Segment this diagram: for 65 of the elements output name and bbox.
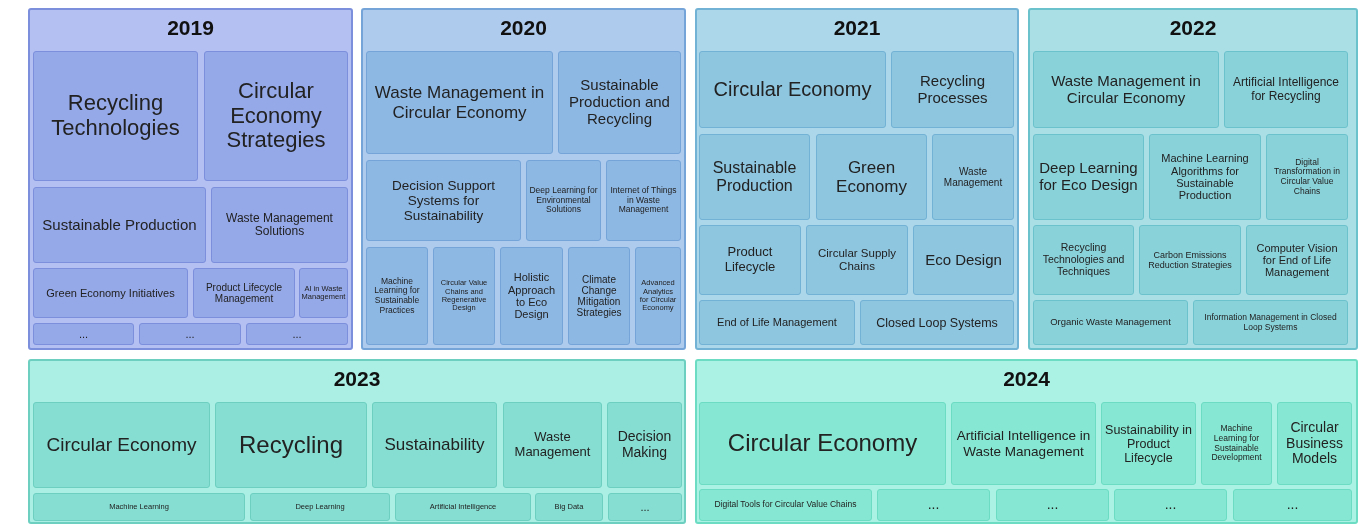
topic-tile: Waste Management bbox=[503, 402, 602, 488]
topic-tile: Decision Support Systems for Sustainability bbox=[366, 160, 521, 241]
topic-tile: Waste Management bbox=[932, 134, 1014, 220]
topic-tile: Circular Economy bbox=[33, 402, 210, 488]
topic-tile: Circular Economy bbox=[699, 51, 886, 128]
topic-tile: Sustainability bbox=[372, 402, 497, 488]
topic-tile: Information Management in Closed Loop Systems bbox=[1193, 300, 1348, 345]
topic-tile: Machine Learning for Sustainable Practices bbox=[366, 247, 428, 345]
topic-tile: Computer Vision for End of Life Management bbox=[1246, 225, 1348, 295]
year-panel bbox=[1028, 8, 1358, 350]
topic-tile: Machine Learning for Sustainable Development bbox=[1201, 402, 1272, 485]
topic-tile: Green Economy Initiatives bbox=[33, 268, 188, 318]
topic-tile: ... bbox=[33, 323, 134, 345]
topic-tile: Recycling Processes bbox=[891, 51, 1014, 128]
year-panel bbox=[28, 8, 353, 350]
year-panel bbox=[695, 359, 1358, 524]
topic-tile: Circular Business Models bbox=[1277, 402, 1352, 485]
topic-tile: Sustainable Production and Recycling bbox=[558, 51, 681, 154]
topic-tile: Sustainable Production bbox=[699, 134, 810, 220]
topic-tile: Eco Design bbox=[913, 225, 1014, 295]
year-heading: 2023 bbox=[332, 367, 382, 391]
topic-tile: Sustainability in Product Lifecycle bbox=[1101, 402, 1196, 485]
topic-tile: Holistic Approach to Eco Design bbox=[500, 247, 563, 345]
topic-tile: Sustainable Production bbox=[33, 187, 206, 263]
year-panel bbox=[695, 8, 1019, 350]
topic-tile: Organic Waste Management bbox=[1033, 300, 1188, 345]
topic-tile: ... bbox=[139, 323, 241, 345]
topic-tile: Product Lifecycle Management bbox=[193, 268, 295, 318]
topic-tile: Internet of Things in Waste Management bbox=[606, 160, 681, 241]
topic-tile: Waste Management in Circular Economy bbox=[366, 51, 553, 154]
topic-tile: Recycling Technologies bbox=[33, 51, 198, 181]
topic-tile: Recycling Technologies and Techniques bbox=[1033, 225, 1134, 295]
topic-tile: Circular Supply Chains bbox=[806, 225, 908, 295]
year-heading: 2024 bbox=[1002, 367, 1051, 391]
topic-tile: ... bbox=[996, 489, 1109, 521]
topic-tile: Waste Management Solutions bbox=[211, 187, 348, 263]
topic-tile: Deep Learning for Environmental Solutions bbox=[526, 160, 601, 241]
year-heading: 2019 bbox=[166, 16, 215, 40]
topic-tile: Decision Making bbox=[607, 402, 682, 488]
topic-tile: End of Life Management bbox=[699, 300, 855, 345]
topic-tile: ... bbox=[877, 489, 990, 521]
topic-tile: ... bbox=[1114, 489, 1227, 521]
topic-tile: Closed Loop Systems bbox=[860, 300, 1014, 345]
topic-tile: Machine Learning Algorithms for Sustainable Production bbox=[1149, 134, 1261, 220]
topic-tile: Artificial Intelligence in Waste Management bbox=[951, 402, 1096, 485]
year-heading: 2020 bbox=[499, 16, 548, 40]
topic-tile: Climate Change Mitigation Strategies bbox=[568, 247, 630, 345]
topic-tile: Waste Management in Circular Economy bbox=[1033, 51, 1219, 128]
topic-tile: Digital Tools for Circular Value Chains bbox=[699, 489, 872, 521]
topic-tile: Artificial Intelligence for Recycling bbox=[1224, 51, 1348, 128]
topic-tile: Circular Economy bbox=[699, 402, 946, 485]
topic-tile: Carbon Emissions Reduction Strategies bbox=[1139, 225, 1241, 295]
year-panel bbox=[361, 8, 686, 350]
topic-tile: Green Economy bbox=[816, 134, 927, 220]
topic-tile: ... bbox=[1233, 489, 1352, 521]
year-heading: 2021 bbox=[832, 16, 882, 40]
topic-tile: Digital Transformation in Circular Value Chains bbox=[1266, 134, 1348, 220]
topic-tile: Circular Economy Strategies bbox=[204, 51, 348, 181]
year-panel bbox=[28, 359, 686, 524]
topic-tile: Deep Learning for Eco Design bbox=[1033, 134, 1144, 220]
topic-tile: Product Lifecycle bbox=[699, 225, 801, 295]
topic-tile: ... bbox=[246, 323, 348, 345]
topic-tile: Recycling bbox=[215, 402, 367, 488]
topic-tile: ... bbox=[608, 493, 682, 521]
year-heading: 2022 bbox=[1168, 16, 1218, 40]
